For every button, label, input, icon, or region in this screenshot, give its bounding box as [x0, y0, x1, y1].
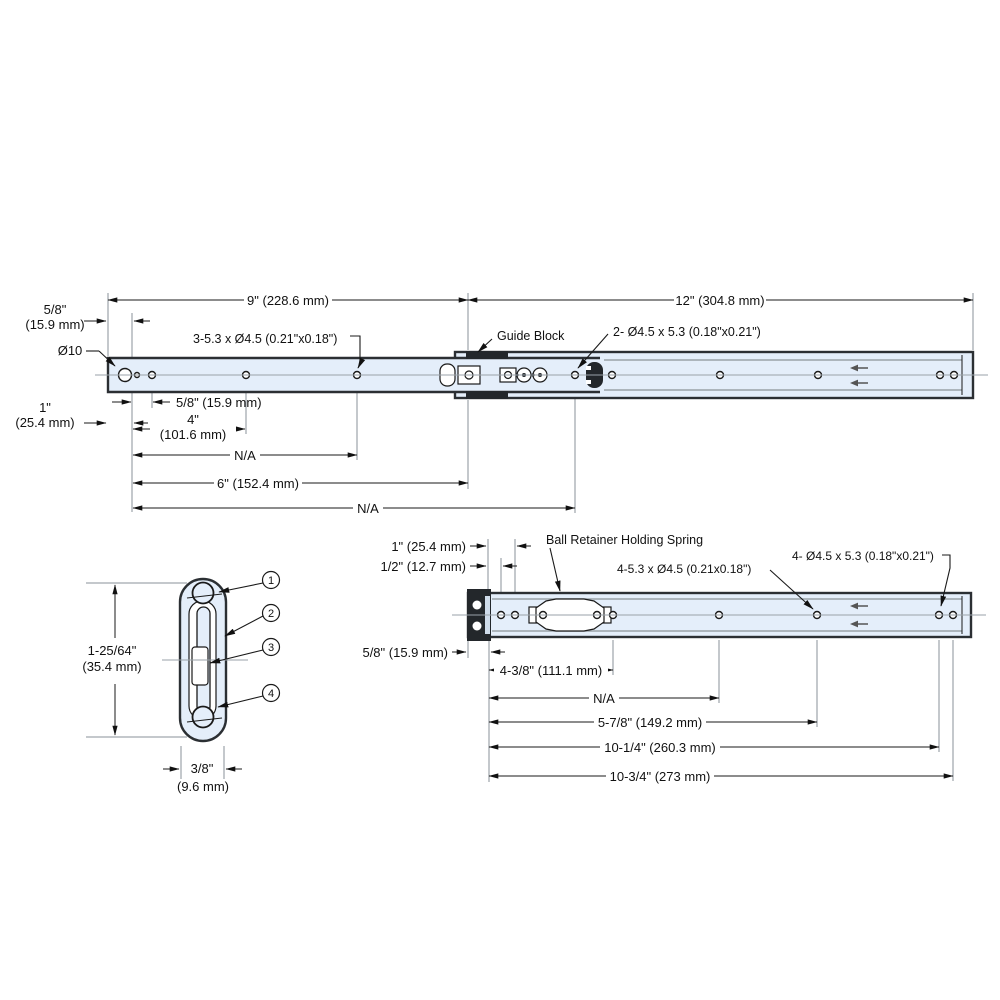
closed-extension-lines: [467, 539, 954, 782]
chain-578: 5-7/8" (149.2 mm): [598, 715, 702, 730]
label-holes-side: 4- Ø4.5 x 5.3 (0.18"x0.21"): [792, 549, 934, 563]
svg-text:(9.6 mm): (9.6 mm): [177, 779, 229, 794]
label-d10: Ø10: [58, 343, 83, 358]
closed-callouts: Ball Retainer Holding Spring 4-5.3 x Ø4.…: [546, 533, 951, 610]
dim-section-height: 1-25/64": [88, 643, 137, 658]
dim-58-closed: 5/8" (15.9 mm): [362, 645, 448, 660]
ball-bottom: [191, 705, 215, 729]
ball-top: [191, 581, 215, 605]
punch-arrow-icon: [850, 364, 868, 387]
section-width-dimension: 3/8" (9.6 mm): [163, 746, 242, 794]
dim-12in: 12" (304.8 mm): [675, 293, 764, 308]
callout-1: 1: [268, 575, 274, 587]
section-callouts: 1 2 3 4: [209, 570, 281, 708]
callout-2: 2: [268, 608, 274, 620]
dim-9in: 9" (228.6 mm): [247, 293, 329, 308]
dim-1in-closed: 1" (25.4 mm): [391, 539, 466, 554]
dim-58-top: 5/8": [44, 302, 67, 317]
closed-dimension-chain: 4-3/8" (111.1 mm) N/A 5-7/8" (149.2 mm) …: [488, 663, 954, 784]
svg-text:(101.6 mm): (101.6 mm): [160, 427, 226, 442]
section-middle-notch: [191, 646, 209, 686]
svg-text:(15.9 mm): (15.9 mm): [25, 317, 84, 332]
callout-1-circle: [261, 570, 281, 590]
closed-slide-view: 1" (25.4 mm) 1/2" (12.7 mm) Ball Retaine…: [362, 533, 986, 784]
label-guide-block: Guide Block: [497, 329, 565, 343]
label-spring: Ball Retainer Holding Spring: [546, 533, 703, 547]
svg-text:(35.4 mm): (35.4 mm): [82, 659, 141, 674]
callout-4-circle: [261, 683, 281, 703]
section-height-dimension: 1-25/64" (35.4 mm): [82, 582, 187, 738]
chain-58: 5/8" (15.9 mm): [176, 395, 262, 410]
guide-block-top: [466, 351, 508, 359]
chain-1034: 10-3/4" (273 mm): [610, 769, 711, 784]
closed-top-dimensions: 1" (25.4 mm) 1/2" (12.7 mm): [380, 539, 531, 574]
chain-6in: 6" (152.4 mm): [217, 476, 299, 491]
dim-1in: 1": [39, 400, 51, 415]
closed-58-dimension: 5/8" (15.9 mm): [362, 645, 505, 660]
top-callouts: 3-5.3 x Ø4.5 (0.21"x0.18") Guide Block 2…: [193, 325, 761, 369]
punch-arrow-icon: [850, 602, 868, 628]
chain-na2: N/A: [357, 501, 379, 516]
label-holes-top: 4-5.3 x Ø4.5 (0.21x0.18"): [617, 562, 751, 576]
label-outer-holes: 2- Ø4.5 x 5.3 (0.18"x0.21"): [613, 325, 761, 339]
cross-section-view: 1-25/64" (35.4 mm) 3/8" (9.6 mm) 1 2 3 4: [82, 570, 281, 794]
svg-text:(25.4 mm): (25.4 mm): [15, 415, 74, 430]
callout-3: 3: [268, 642, 274, 654]
chain-1014: 10-1/4" (260.3 mm): [604, 740, 716, 755]
label-inner-holes: 3-5.3 x Ø4.5 (0.21"x0.18"): [193, 332, 337, 346]
dim-half-closed: 1/2" (12.7 mm): [380, 559, 466, 574]
callout-2-circle: [261, 603, 281, 623]
guide-block-bottom: [466, 391, 508, 399]
chain-438: 4-3/8" (111.1 mm): [500, 663, 602, 678]
top-dimensions: 9" (228.6 mm) 12" (304.8 mm) 5/8" (15.9 …: [15, 293, 974, 516]
chain-na-closed: N/A: [593, 691, 615, 706]
top-view-extended-slide: 9" (228.6 mm) 12" (304.8 mm) 5/8" (15.9 …: [15, 293, 988, 516]
cap-rivet: [472, 600, 482, 610]
chain-4in: 4": [187, 412, 199, 427]
cap-rivet: [472, 621, 482, 631]
dim-section-width: 3/8": [191, 761, 214, 776]
chain-na1: N/A: [234, 448, 256, 463]
callout-3-circle: [261, 637, 281, 657]
callout-4: 4: [268, 688, 274, 700]
